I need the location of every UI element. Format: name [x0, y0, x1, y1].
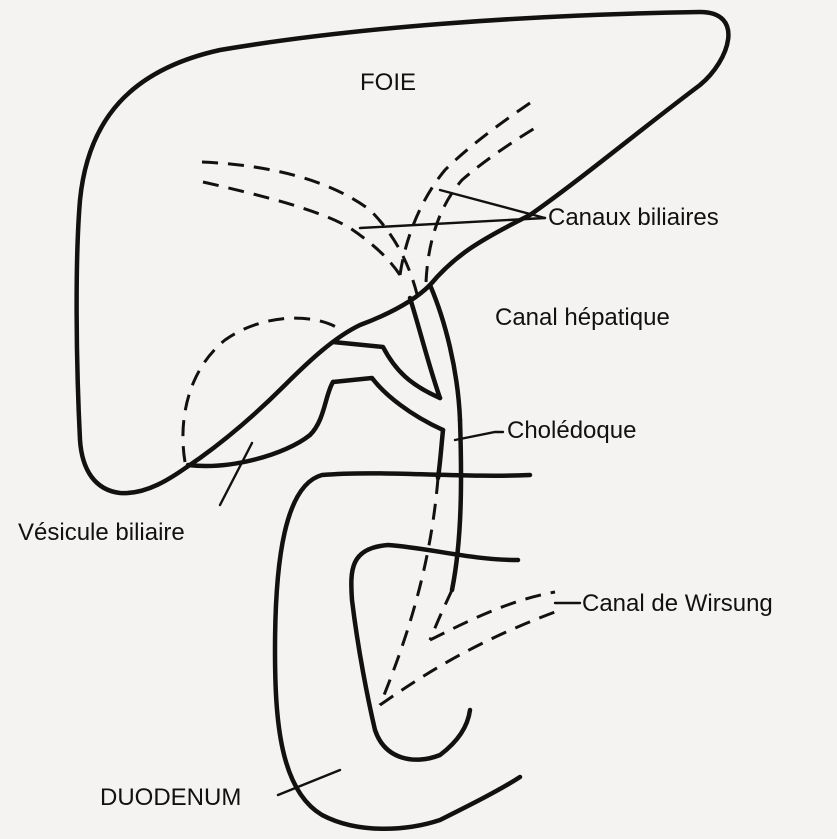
label-foie: FOIE: [360, 69, 416, 96]
leader-canaux-biliaires-upper: [440, 190, 545, 218]
left-bile-duct-upper: [202, 162, 418, 298]
label-canal-de-wirsung: Canal de Wirsung: [582, 590, 773, 617]
label-canal-hepatique: Canal hépatique: [495, 304, 670, 331]
cystic-duct-lower-wall: [333, 378, 443, 430]
hepatic-duct-right-wall: [430, 285, 460, 420]
duodenum-inner-wall: [351, 545, 518, 760]
right-bile-duct-right: [426, 125, 540, 282]
leader-duodenum: [278, 770, 340, 795]
common-bile-duct-dashed-right: [430, 590, 452, 640]
label-choledoque: Cholédoque: [507, 417, 636, 444]
duodenum-outer-wall: [275, 473, 530, 828]
common-bile-duct-right-wall: [452, 420, 461, 590]
label-canaux-biliaires: Canaux biliaires: [548, 204, 719, 231]
leader-vesicule-biliaire: [220, 443, 252, 505]
common-bile-duct-left-wall: [438, 430, 443, 478]
pancreatic-duct-lower: [380, 612, 555, 705]
label-vesicule-biliaire: Vésicule biliaire: [18, 519, 185, 546]
right-bile-duct-left: [400, 103, 530, 275]
label-duodenum: DUODENUM: [100, 784, 241, 811]
gallbladder-hidden-outline: [183, 318, 338, 462]
